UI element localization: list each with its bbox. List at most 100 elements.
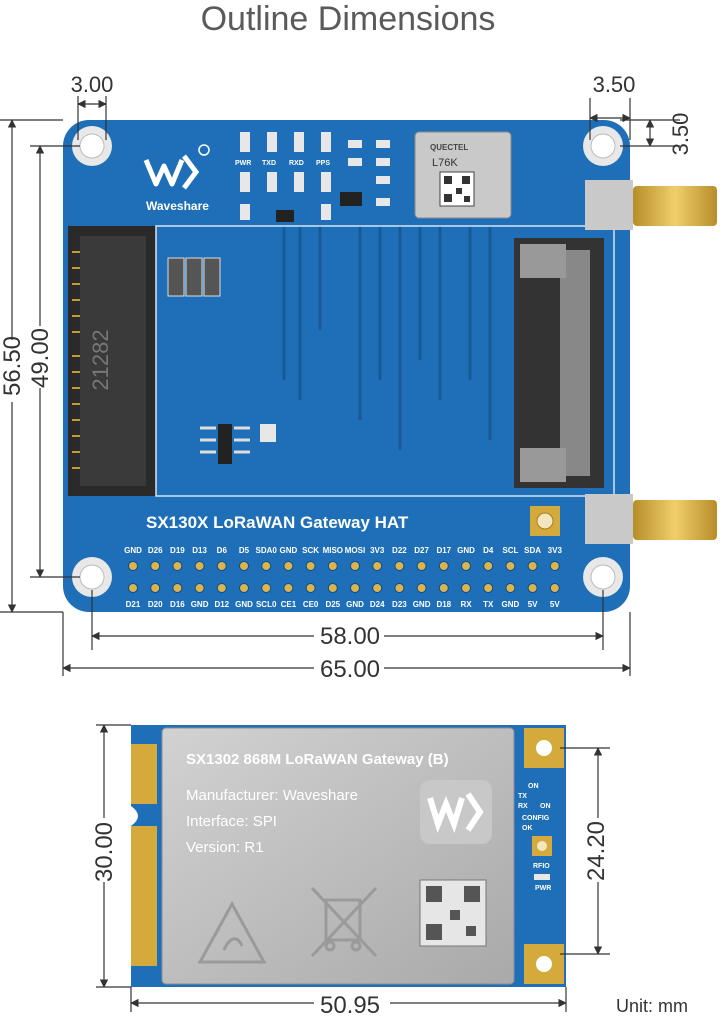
driver-chip — [200, 424, 276, 464]
led-label-rxd: RXD — [289, 160, 304, 167]
gpio-pin — [128, 561, 138, 571]
gpio-label-bottom: RX — [460, 600, 472, 609]
gnss-brand: QUECTEL — [430, 143, 468, 152]
status-config-label: CONFIG — [522, 815, 550, 822]
gpio-label-bottom: TX — [483, 600, 494, 609]
pcb-traces — [282, 226, 492, 450]
gpio-header — [128, 561, 560, 593]
module-interface: Interface: SPI — [186, 813, 277, 830]
gpio-pin — [505, 583, 516, 593]
led-row — [240, 132, 390, 220]
gpio-label-top: 3V3 — [548, 546, 563, 555]
gpio-label-top: D6 — [217, 546, 228, 555]
gpio-label-top: MISO — [323, 546, 343, 555]
gpio-label-bottom: GND — [346, 600, 364, 609]
gpio-pin — [372, 561, 383, 571]
gpio-label-top: MOSI — [345, 546, 365, 555]
gpio-label-top: D5 — [239, 546, 250, 555]
gpio-label-top: D13 — [192, 546, 207, 555]
gpio-pin — [394, 583, 405, 593]
gpio-pin — [239, 583, 249, 593]
edge-connector — [131, 744, 157, 966]
gpio-label-top: D17 — [436, 546, 451, 555]
gpio-pin — [372, 583, 383, 593]
gpio-pin — [305, 583, 316, 593]
gpio-label-top: SCL — [502, 546, 518, 555]
module-version: Version: R1 — [186, 839, 264, 856]
status-on-label: ON — [528, 783, 539, 790]
unit-label: Unit: mm — [616, 996, 688, 1016]
page-title: Outline Dimensions — [201, 0, 496, 38]
capacitor-group — [167, 257, 221, 297]
gpio-pin — [194, 561, 205, 571]
gpio-pin — [327, 561, 338, 571]
dim-width-total: 65.00 — [320, 656, 380, 683]
gpio-pin — [172, 583, 183, 593]
gpio-pin — [239, 561, 249, 571]
gpio-pin — [128, 583, 138, 593]
gpio-label-bottom: D16 — [170, 600, 185, 609]
gpio-pin — [150, 583, 161, 593]
gpio-label-bottom: D21 — [126, 600, 141, 609]
dim-height-holes: 49.00 — [27, 328, 54, 388]
gpio-label-bottom: GND — [191, 600, 209, 609]
gpio-pin — [527, 561, 538, 571]
lora-module: SX1302 868M LoRaWAN Gateway (B) Manufact… — [131, 725, 566, 987]
regulator-chip — [340, 192, 362, 206]
gpio-pin — [394, 561, 405, 571]
pwr-label: PWR — [535, 885, 551, 892]
slot-number: 21282 — [88, 329, 113, 390]
gpio-pin — [483, 561, 494, 571]
card-latch — [514, 238, 604, 488]
hat-board: Waveshare PWR TXD RXD PPS QUECTEL L76K — [63, 120, 717, 612]
module-title: SX1302 868M LoRaWAN Gateway (B) — [186, 751, 449, 768]
status-tx-label: TX — [518, 793, 527, 800]
gpio-pin — [461, 583, 471, 593]
gpio-label-top: SDA0 — [256, 546, 278, 555]
dim-module-height-holes: 24.20 — [583, 821, 610, 881]
gpio-pin — [327, 583, 338, 593]
gpio-label-bottom: 5V — [550, 600, 560, 609]
status-ok-label: OK — [522, 825, 533, 832]
gpio-pin — [283, 561, 294, 571]
gpio-label-bottom: GND — [502, 600, 520, 609]
gpio-label-bottom: GND — [235, 600, 253, 609]
module-mounting-pad-icon — [524, 728, 564, 984]
led-label-txd: TXD — [262, 160, 276, 167]
gpio-label-top: D27 — [414, 546, 429, 555]
gpio-pin — [350, 583, 360, 593]
gpio-label-top: 3V3 — [370, 546, 385, 555]
dim-module-height-total: 30.00 — [91, 822, 118, 882]
gpio-label-bottom: CE0 — [303, 600, 319, 609]
dim-hole-offset-right-v: 3.50 — [668, 113, 693, 156]
hat-board-name: SX130X LoRaWAN Gateway HAT — [146, 513, 409, 532]
gpio-label-top: GND — [457, 546, 475, 555]
hat-pcb — [63, 120, 630, 612]
gpio-pin — [438, 561, 449, 571]
gpio-label-bottom: SCL0 — [256, 600, 277, 609]
gpio-label-top: SDA — [524, 546, 541, 555]
gpio-pin — [505, 561, 516, 571]
gpio-pin — [483, 583, 494, 593]
card-outline — [155, 225, 615, 497]
module-manufacturer: Manufacturer: Waveshare — [186, 787, 358, 804]
transistor-chip — [276, 210, 294, 222]
status-rx-label: RX — [518, 803, 528, 810]
gpio-label-top: GND — [124, 546, 142, 555]
gpio-pin — [549, 583, 560, 593]
gpio-pin — [438, 583, 449, 593]
brand-label: Waveshare — [146, 199, 209, 213]
gpio-label-top: GND — [280, 546, 298, 555]
gpio-pin — [216, 583, 227, 593]
gpio-pin — [261, 583, 272, 593]
weee-recycle-icon — [310, 886, 378, 958]
antenna-connector-icon — [585, 180, 717, 544]
gpio-label-top: D19 — [170, 546, 185, 555]
gpio-pin — [461, 561, 471, 571]
gpio-label-bottom: D25 — [325, 600, 340, 609]
gpio-label-top: D4 — [483, 546, 494, 555]
mounting-hole-icon — [72, 126, 623, 597]
gpio-pin — [150, 561, 161, 571]
